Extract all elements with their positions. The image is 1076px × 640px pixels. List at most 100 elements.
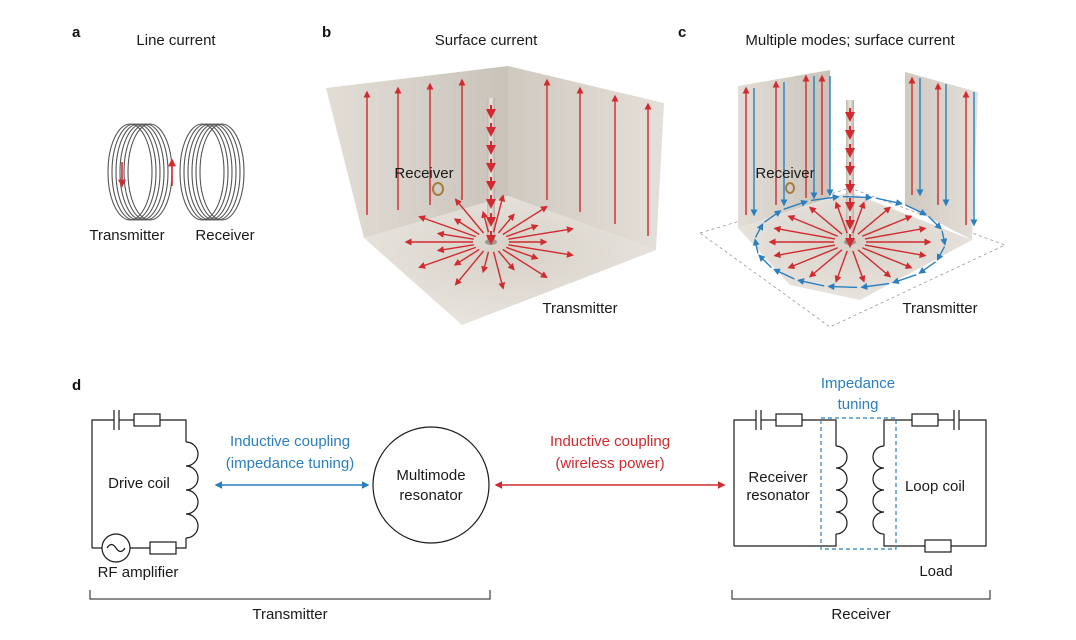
current-arrow-red [505, 224, 539, 238]
current-arrow-red [436, 230, 474, 240]
current-arrow-blue [752, 238, 760, 254]
current-arrow-red [481, 251, 490, 274]
panel-b-current-arrows [363, 78, 652, 290]
receiver-coil [179, 123, 245, 221]
current-arrow-red [787, 247, 839, 269]
current-arrow-red [773, 225, 836, 240]
panel-c-current-arrows [742, 74, 978, 291]
current-arrow-blue [891, 273, 917, 285]
current-arrow-red [852, 250, 866, 283]
panel-c-letter: c [678, 24, 686, 41]
current-arrow-red [852, 201, 866, 234]
current-arrow-red [864, 244, 927, 259]
current-arrow-red [808, 206, 843, 235]
receiver-circuit [733, 410, 987, 553]
current-arrow-red [453, 248, 480, 266]
panel-b-title: Surface current [435, 32, 538, 49]
panel-b-letter: b [322, 24, 331, 41]
panel-b-transmitter-label: Transmitter [542, 300, 617, 317]
coupling-left-line2: (impedance tuning) [226, 455, 354, 472]
impedance-line2: tuning [838, 396, 879, 413]
current-arrow-red [808, 249, 843, 278]
current-arrow-red [508, 226, 574, 240]
current-arrow-red [502, 205, 548, 236]
current-arrow-red [834, 201, 848, 234]
resonator-line1: Multimode [396, 467, 465, 484]
panel-c: c Multiple modes; surface current Receiv… [678, 24, 1007, 328]
current-arrow-blue [772, 268, 795, 280]
panel-a: a Line current Transmitter Receiver [72, 24, 255, 244]
current-arrow-red [497, 250, 515, 271]
panel-c-title: Multiple modes; surface current [745, 32, 955, 49]
multimode-resonator-circle [372, 426, 490, 544]
current-arrow-blue [764, 210, 782, 223]
current-arrow-red [861, 215, 913, 237]
current-arrow-red [787, 215, 839, 237]
current-arrow-blue [860, 282, 890, 290]
current-arrow-red [857, 206, 892, 235]
current-arrow-blue [810, 194, 840, 202]
panel-c-receiver-label: Receiver [755, 165, 814, 182]
load-label: Load [919, 563, 952, 580]
current-arrow-blue [797, 278, 825, 287]
coupling-right-line1: Inductive coupling [550, 433, 670, 450]
panel-b: b Surface current Receiver Transmitter [322, 24, 664, 325]
current-arrow-red [453, 218, 480, 236]
current-arrow-red [481, 210, 490, 233]
current-arrow-red [454, 198, 485, 234]
receiver-resonator-line1: Receiver [748, 469, 807, 486]
current-arrow-blue [758, 254, 772, 269]
transmitter-bracket [89, 590, 491, 600]
current-arrow-blue [783, 199, 809, 211]
current-arrow-red [857, 249, 892, 278]
current-arrow-red [861, 247, 913, 269]
drive-coil-label: Drive coil [108, 475, 170, 492]
impedance-tuning-box [820, 417, 897, 550]
impedance-line1: Impedance [821, 375, 895, 392]
current-arrow-blue [875, 197, 903, 206]
panel-a-title: Line current [136, 32, 216, 49]
transmitter-bracket-label: Transmitter [252, 606, 327, 623]
receiver-bracket [731, 590, 991, 600]
coupling-right-line2: (wireless power) [555, 455, 664, 472]
receiver-resonator-line2: resonator [746, 487, 809, 504]
panel-a-transmitter-label: Transmitter [89, 227, 164, 244]
current-arrow-blue [842, 193, 873, 201]
loop-coil-label: Loop coil [905, 478, 965, 495]
current-arrow-red [418, 246, 477, 269]
current-arrow-red [834, 250, 848, 283]
current-arrow-red [436, 244, 474, 254]
panel-a-letter: a [72, 24, 81, 41]
rf-amplifier-label: RF amplifier [98, 564, 179, 581]
current-arrow-blue [936, 246, 946, 261]
current-arrow-blue [928, 215, 942, 230]
coupling-left-line1: Inductive coupling [230, 433, 350, 450]
current-arrow-red [454, 250, 485, 286]
current-arrow-blue [940, 230, 948, 246]
current-arrow-red [505, 246, 539, 260]
current-arrow-red [773, 244, 836, 259]
right-panel [905, 72, 978, 240]
c-receiver-ring [785, 182, 795, 194]
current-arrow-blue [905, 204, 928, 216]
drive-circuit [91, 410, 199, 563]
resonator-line2: resonator [399, 487, 462, 504]
current-arrow-red [492, 194, 506, 233]
current-arrow-red [497, 213, 515, 234]
transmitter-coil [107, 123, 173, 221]
current-arrow-blue [827, 283, 858, 291]
receiver-bracket-label: Receiver [831, 606, 890, 623]
floor [364, 196, 656, 325]
current-arrow-red [502, 248, 548, 279]
panel-d-letter: d [72, 377, 81, 394]
panel-d: d Drive coil RF amplifier Inductive coup… [72, 375, 991, 623]
current-arrow-red [492, 251, 506, 290]
current-arrow-blue [754, 223, 764, 238]
panel-c-transmitter-label: Transmitter [902, 300, 977, 317]
panel-a-receiver-label: Receiver [195, 227, 254, 244]
current-arrow-red [864, 225, 927, 240]
current-arrow-blue [918, 261, 936, 274]
current-arrow-red [508, 244, 574, 258]
